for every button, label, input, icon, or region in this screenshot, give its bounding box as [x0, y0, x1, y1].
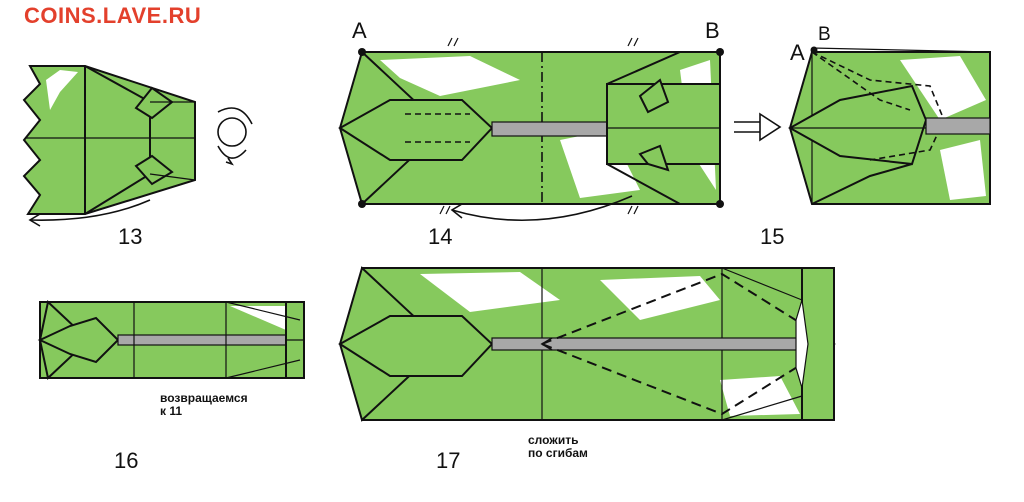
step-number-15: 15 [760, 224, 785, 249]
step-16-figure [37, 300, 305, 380]
step14-equal-marks-top-left [447, 37, 459, 47]
step15-point-ab [810, 46, 818, 54]
step17-gray-strip [491, 337, 803, 351]
step14-point-d [716, 200, 724, 208]
turn-over-icon [217, 107, 253, 166]
step14-highlight-1 [380, 56, 520, 96]
fold-note: сложить по сгибам [528, 434, 588, 460]
step14-equal-marks-bottom-right [627, 205, 639, 215]
step17-highlight-2 [600, 276, 720, 320]
return-note-line2: к 11 [160, 404, 183, 418]
step15-highlight-2 [940, 140, 986, 200]
point-a-label-step15: A [790, 40, 805, 65]
step13-fold-arrow [29, 199, 151, 221]
step16-gray-strip [117, 334, 287, 346]
step14-highlight-2 [560, 130, 640, 198]
step-15-figure [787, 46, 991, 205]
watermark: COINS.LAVE.RU [24, 3, 202, 28]
step14-right-flap-top [638, 78, 670, 114]
step15-highlight-1 [900, 56, 986, 120]
step-number-14: 14 [428, 224, 453, 249]
step13-highlight [46, 70, 78, 110]
step14-gray-strip [491, 121, 609, 137]
step16-highlight [230, 306, 286, 330]
point-b-label-step14: B [705, 18, 720, 43]
step17-highlight-3 [720, 376, 800, 416]
step13-flap-bottom [134, 154, 174, 186]
step14-equal-marks-bottom-left [439, 205, 451, 215]
step-17-figure [338, 266, 836, 422]
return-note: возвращаемся к 11 [160, 392, 248, 418]
step14-point-b [716, 48, 724, 56]
step14-fold-arrow [451, 195, 633, 221]
return-note-line1: возвращаемся [160, 391, 248, 405]
fold-note-line2: по сгибам [528, 446, 588, 460]
step-14-figure [338, 37, 724, 221]
step14-right-flap-bottom [638, 144, 670, 172]
point-b-label-step15: B [818, 24, 831, 45]
step-13-figure [22, 65, 253, 227]
step-number-16: 16 [114, 448, 139, 473]
fold-note-line1: сложить [528, 433, 579, 447]
transition-arrow-icon [734, 112, 782, 142]
step14-equal-marks-top-right [627, 37, 639, 47]
step17-highlight-1 [420, 272, 560, 312]
step15-gray-strip [925, 117, 991, 135]
step14-point-a [358, 48, 366, 56]
step-number-17: 17 [436, 448, 461, 473]
step-number-13: 13 [118, 224, 143, 249]
step14-point-c [358, 200, 366, 208]
point-a-label-step14: A [352, 18, 367, 43]
